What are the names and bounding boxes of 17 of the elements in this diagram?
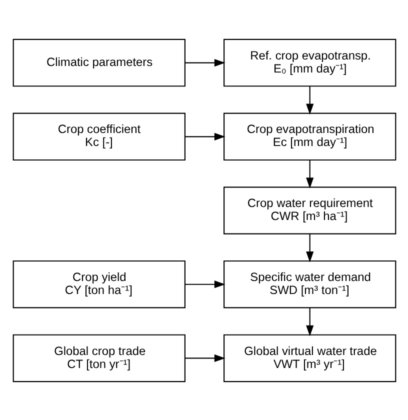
arrow xyxy=(306,233,314,262)
arrow xyxy=(306,160,314,188)
arrow xyxy=(184,354,225,362)
node-box: Climatic parameters xyxy=(12,38,185,86)
node-box: Global virtual water trade VWT [m³ yr⁻¹] xyxy=(223,334,396,382)
arrow xyxy=(184,58,225,66)
node-box: Crop coefficient Kc [-] xyxy=(12,112,185,160)
arrow xyxy=(306,307,314,336)
arrow xyxy=(184,132,225,140)
arrow xyxy=(306,86,314,114)
node-box: Crop yield CY [ton ha⁻¹] xyxy=(12,260,185,308)
node-box: Global crop trade CT [ton yr⁻¹] xyxy=(12,334,185,382)
node-box: Specific water demand SWD [m³ ton⁻¹] xyxy=(223,260,396,308)
node-box: Crop evapotranspiration Ec [mm day⁻¹] xyxy=(223,112,396,160)
arrow xyxy=(184,280,225,288)
node-box: Ref. crop evapotransp. E₀ [mm day⁻¹] xyxy=(223,38,396,86)
node-box: Crop water requirement CWR [m³ ha⁻¹] xyxy=(223,186,396,234)
